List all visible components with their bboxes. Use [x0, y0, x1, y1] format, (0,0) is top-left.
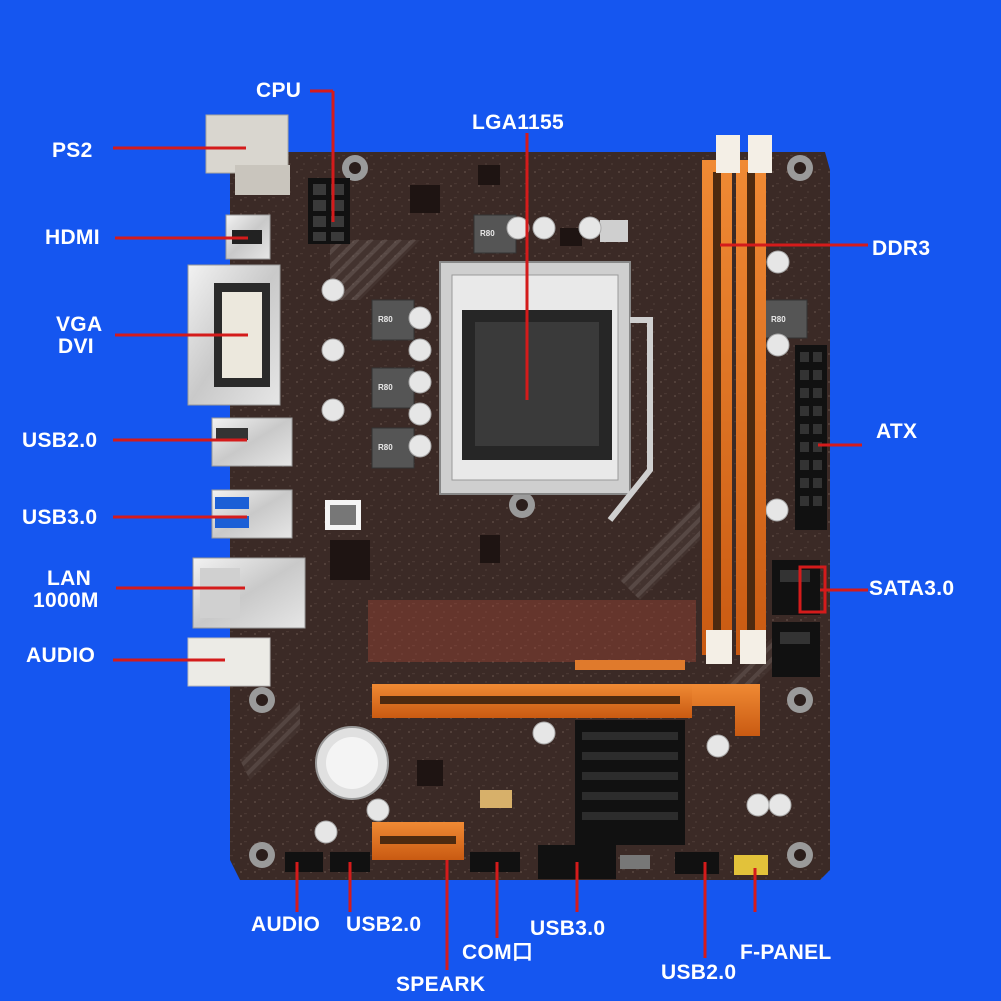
label-ps2: PS2 — [52, 139, 93, 162]
label-usb2-header-2: USB2.0 — [661, 961, 737, 984]
label-lga1155: LGA1155 — [472, 111, 564, 134]
atx-connector — [795, 345, 827, 530]
cpu-power-connector — [308, 178, 350, 244]
callout-lines — [113, 89, 868, 970]
chipset-heatsink — [575, 720, 685, 845]
bottom-headers — [285, 845, 768, 879]
ddr3-slots — [702, 135, 772, 664]
label-atx: ATX — [876, 420, 918, 443]
sata-ports — [772, 560, 820, 677]
label-usb2-rear: USB2.0 — [22, 429, 98, 452]
choke-marking: R80 — [480, 229, 495, 238]
label-usb2-header: USB2.0 — [346, 913, 422, 936]
label-vga: VGA — [56, 313, 103, 336]
choke-marking: R80 — [378, 315, 393, 324]
label-hdmi: HDMI — [45, 226, 100, 249]
label-dvi: DVI — [58, 335, 94, 358]
choke-marking: R80 — [378, 383, 393, 392]
label-fpanel: F-PANEL — [740, 941, 832, 964]
label-lan-speed: 1000M — [33, 589, 99, 612]
cpu-socket — [439, 261, 653, 522]
label-usb3-rear: USB3.0 — [22, 506, 98, 529]
label-speaker-header: SPEARK — [396, 973, 486, 996]
vrm — [314, 214, 808, 844]
label-audio-rear: AUDIO — [26, 644, 96, 667]
label-com-header: COM口 — [462, 941, 534, 964]
choke-marking: R80 — [378, 443, 393, 452]
label-lan: LAN — [47, 567, 92, 590]
sata-highlight — [798, 565, 827, 614]
label-sata: SATA3.0 — [869, 577, 955, 600]
label-audio-header: AUDIO — [251, 913, 321, 936]
pcie-slots — [368, 600, 760, 860]
label-ddr3: DDR3 — [872, 237, 931, 260]
label-cpu: CPU — [256, 79, 302, 102]
label-usb3-header: USB3.0 — [530, 917, 606, 940]
choke-marking: R80 — [771, 315, 786, 324]
cmos-battery — [315, 726, 389, 800]
